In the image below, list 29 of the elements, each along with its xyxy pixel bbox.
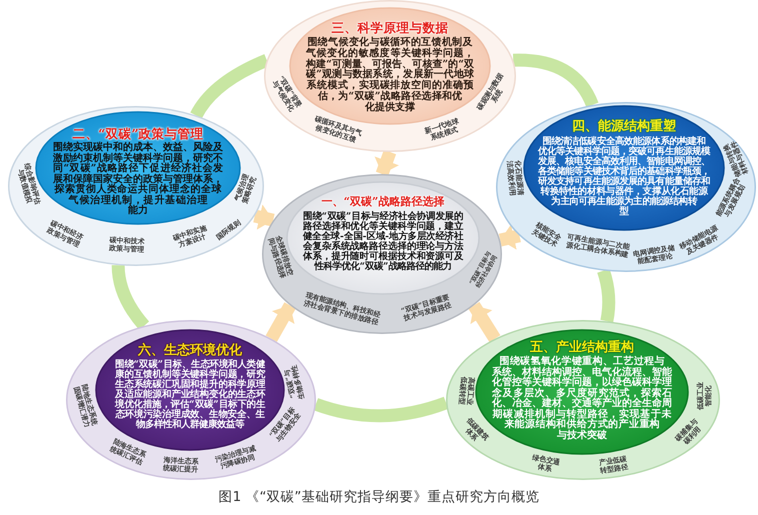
heading: 三、科学原理与数据 (332, 20, 448, 35)
topic-ellipse (262, 174, 502, 334)
arrow (374, 150, 399, 176)
body-text: 围绕“双碳”目标、生态环境和人类健康的互馈机制等关键科学问题，研究生态系统碳汇巩固和提升的科学原理及适应能源和产业结构变化的生态环境优化措施，评估“双碳”目标下的生态环境污染治理成效、生物安全、生物多样性和人群健康效益等 (115, 359, 265, 430)
body-text: 围绕清洁低碳安全高效能源体系的构建和优化等关键科学问题，突破可再生能源规模发展、核电安全高效利用、智能电网调控、各类储能等关键技术背后的基础科学瓶颈，研发支持可再生能源发展的具有能量储存和转换特性的材料与器件，支撑从化石能源为主向可再生能源为主的能源结构转型 (538, 136, 710, 217)
arrow (498, 224, 521, 250)
topic-ellipse (8, 106, 264, 266)
body-text: 围绕“双碳”目标与经济社会协调发展的路径选择和优化等关键科学问题，建立健全全球-全国-区域-地方多层次经济社会复杂系统战略路径选择的理论与方法体系，提升随时可根据技术和资源可及性科学优化“双碳”战略路径的能力 (303, 211, 463, 272)
body-text: 围绕实现碳中和的成本、效益、风险及激励约束机制等关键科学问题，研究不同“双碳”战略路径下促进经济社会发展和保障国家安全的政策与管理体系，探索贯彻人类命运共同体理念的全球气候治理机制，提升基础治理能力 (53, 142, 223, 216)
arrow (253, 204, 275, 230)
topic-ellipse (496, 102, 756, 272)
heading: 四、能源结构重塑 (572, 119, 676, 135)
connector-band (314, 396, 448, 422)
topic-ellipse (66, 320, 316, 480)
heading: 一、“双碳”战略路径选择 (322, 195, 444, 208)
arrow (468, 302, 500, 342)
arrow (266, 302, 296, 342)
body-text: 围绕气候变化与碳循环的互馈机制及气候变化的敏感度等关键科学问题，构建“可测量、可报告、可核查”的“双碳”观测与数据系统，发展新一代地球系统模式，实现碳排放空间的准确预估，为“双碳”战略路径选择和优化提供支撑 (306, 37, 474, 113)
connector-band (597, 268, 616, 322)
heading: 六、生态环境优化 (138, 343, 242, 358)
caption: 图1 《“双碳”基础研究指导纲要》重点研究方向概览 (218, 489, 540, 505)
connector-band (112, 265, 150, 330)
body-text: 围绕碳氢氧化学键重构、工艺过程与系统、材料结构调控、电气化流程、智能化管控等关键科学问题，以绿色碳科学理念及多层次、多尺度研究范式，探索石化、冶金、建材、交通等产业的全生命周期碳减排机制与转型路径，实现基于未来能源结构和供给方式的产业重构与技术突破 (492, 356, 672, 441)
heading: 五、产业结构重构 (530, 340, 634, 356)
topic-ellipse (264, 0, 516, 152)
topic-ellipse (446, 320, 720, 480)
connector-band (190, 54, 270, 119)
connector-band (513, 54, 598, 108)
heading: 二、“双碳”政策与管理 (72, 126, 204, 141)
